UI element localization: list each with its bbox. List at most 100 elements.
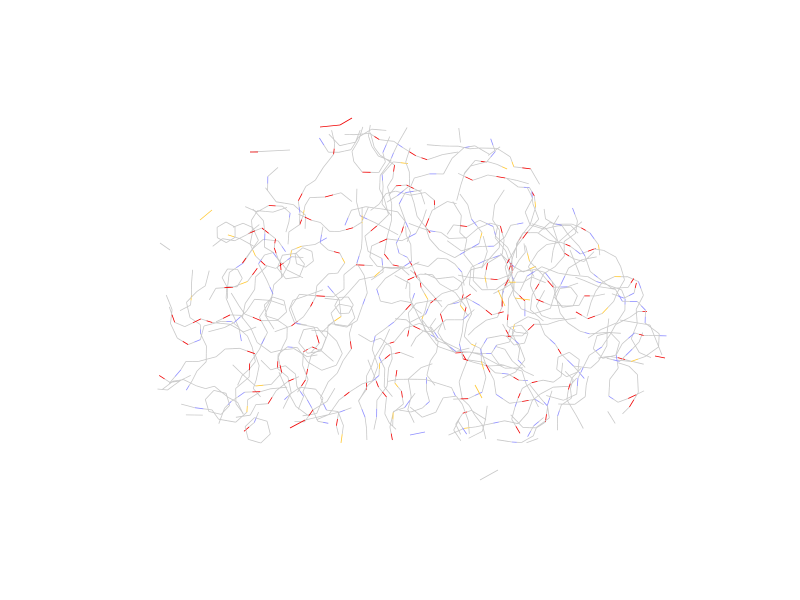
bond-line bbox=[414, 225, 421, 228]
bond-line bbox=[609, 253, 616, 258]
bond-line bbox=[243, 303, 246, 312]
bond-line bbox=[356, 202, 359, 209]
bond-line bbox=[306, 292, 315, 296]
bond-line bbox=[312, 297, 316, 303]
bond-line bbox=[633, 311, 639, 315]
bond-line bbox=[598, 332, 607, 334]
bond-line bbox=[570, 393, 572, 399]
bond-line bbox=[442, 152, 451, 155]
bond-line bbox=[556, 368, 567, 378]
bond-line bbox=[337, 267, 342, 274]
bond-line bbox=[446, 253, 455, 258]
bond-line bbox=[618, 359, 625, 362]
bond-line bbox=[467, 204, 470, 212]
bond-line bbox=[406, 257, 411, 262]
bond-line bbox=[541, 244, 547, 249]
bond-line bbox=[302, 385, 306, 393]
bond-line bbox=[194, 370, 198, 377]
bond-line bbox=[522, 231, 529, 239]
bond-line bbox=[511, 328, 516, 333]
bond-line bbox=[449, 395, 457, 398]
bond-line bbox=[462, 278, 465, 286]
bond-line bbox=[466, 165, 471, 171]
bond-line bbox=[615, 256, 619, 262]
bond-line bbox=[235, 321, 240, 330]
bond-line bbox=[415, 226, 420, 234]
bond-line bbox=[585, 380, 588, 386]
bond-line bbox=[385, 191, 392, 194]
bond-line bbox=[333, 148, 335, 155]
bond-line bbox=[462, 316, 465, 325]
bond-line bbox=[320, 237, 327, 242]
bond-line bbox=[252, 361, 256, 366]
bond-line bbox=[575, 249, 581, 255]
bond-line bbox=[300, 396, 304, 404]
bond-line bbox=[250, 299, 255, 306]
bond-line bbox=[227, 396, 234, 401]
bond-line bbox=[220, 323, 230, 325]
bond-line bbox=[469, 267, 472, 276]
bond-line bbox=[446, 258, 452, 262]
bond-line bbox=[636, 390, 645, 396]
bond-line bbox=[492, 162, 498, 165]
bond-line bbox=[546, 316, 552, 320]
bond-line bbox=[495, 224, 500, 231]
bond-line bbox=[185, 375, 191, 379]
bond-line bbox=[314, 240, 322, 245]
bond-line bbox=[232, 313, 237, 322]
bond-line bbox=[524, 205, 530, 213]
bond-line bbox=[294, 273, 304, 279]
bond-line bbox=[453, 349, 462, 353]
bond-line bbox=[238, 305, 243, 311]
bond-line bbox=[420, 287, 425, 294]
bond-line bbox=[617, 400, 624, 403]
bond-line bbox=[463, 329, 466, 337]
bond-line bbox=[475, 424, 485, 428]
bond-line bbox=[407, 166, 410, 172]
bond-line bbox=[428, 290, 434, 297]
bond-line bbox=[564, 252, 570, 257]
bond-line bbox=[460, 279, 466, 285]
bond-line bbox=[367, 380, 373, 383]
bond-line bbox=[489, 372, 495, 381]
bond-line bbox=[480, 319, 487, 325]
bond-line bbox=[534, 398, 540, 403]
bond-line bbox=[516, 238, 521, 245]
bond-line bbox=[249, 356, 255, 364]
bond-line bbox=[473, 361, 481, 365]
bond-line bbox=[249, 365, 253, 370]
bond-line bbox=[531, 191, 535, 197]
bond-line bbox=[578, 245, 583, 252]
bond-line bbox=[318, 393, 324, 399]
bond-line bbox=[203, 339, 207, 347]
bond-line bbox=[411, 195, 415, 203]
bond-line bbox=[457, 267, 463, 273]
bond-line bbox=[231, 396, 239, 402]
bond-line bbox=[555, 223, 562, 226]
bond-line bbox=[529, 224, 538, 228]
bond-line bbox=[500, 225, 503, 234]
bond-line bbox=[601, 307, 609, 314]
bond-line bbox=[457, 421, 463, 429]
bond-line bbox=[576, 377, 579, 387]
bond-line bbox=[571, 407, 577, 416]
bond-line bbox=[425, 401, 430, 405]
bond-line bbox=[200, 285, 206, 289]
bond-line bbox=[240, 315, 247, 323]
bond-line bbox=[524, 212, 529, 219]
bond-line bbox=[576, 225, 582, 229]
bond-line bbox=[564, 371, 570, 376]
bond-line bbox=[403, 192, 411, 196]
bond-line bbox=[208, 293, 213, 300]
bond-line bbox=[481, 425, 485, 432]
bond-line bbox=[407, 330, 410, 337]
bond-line bbox=[206, 270, 210, 279]
bond-line bbox=[338, 303, 352, 307]
bond-line bbox=[491, 316, 498, 320]
bond-line bbox=[212, 322, 221, 324]
bond-line bbox=[287, 256, 292, 261]
bond-line bbox=[398, 203, 403, 213]
bond-line bbox=[328, 154, 334, 161]
